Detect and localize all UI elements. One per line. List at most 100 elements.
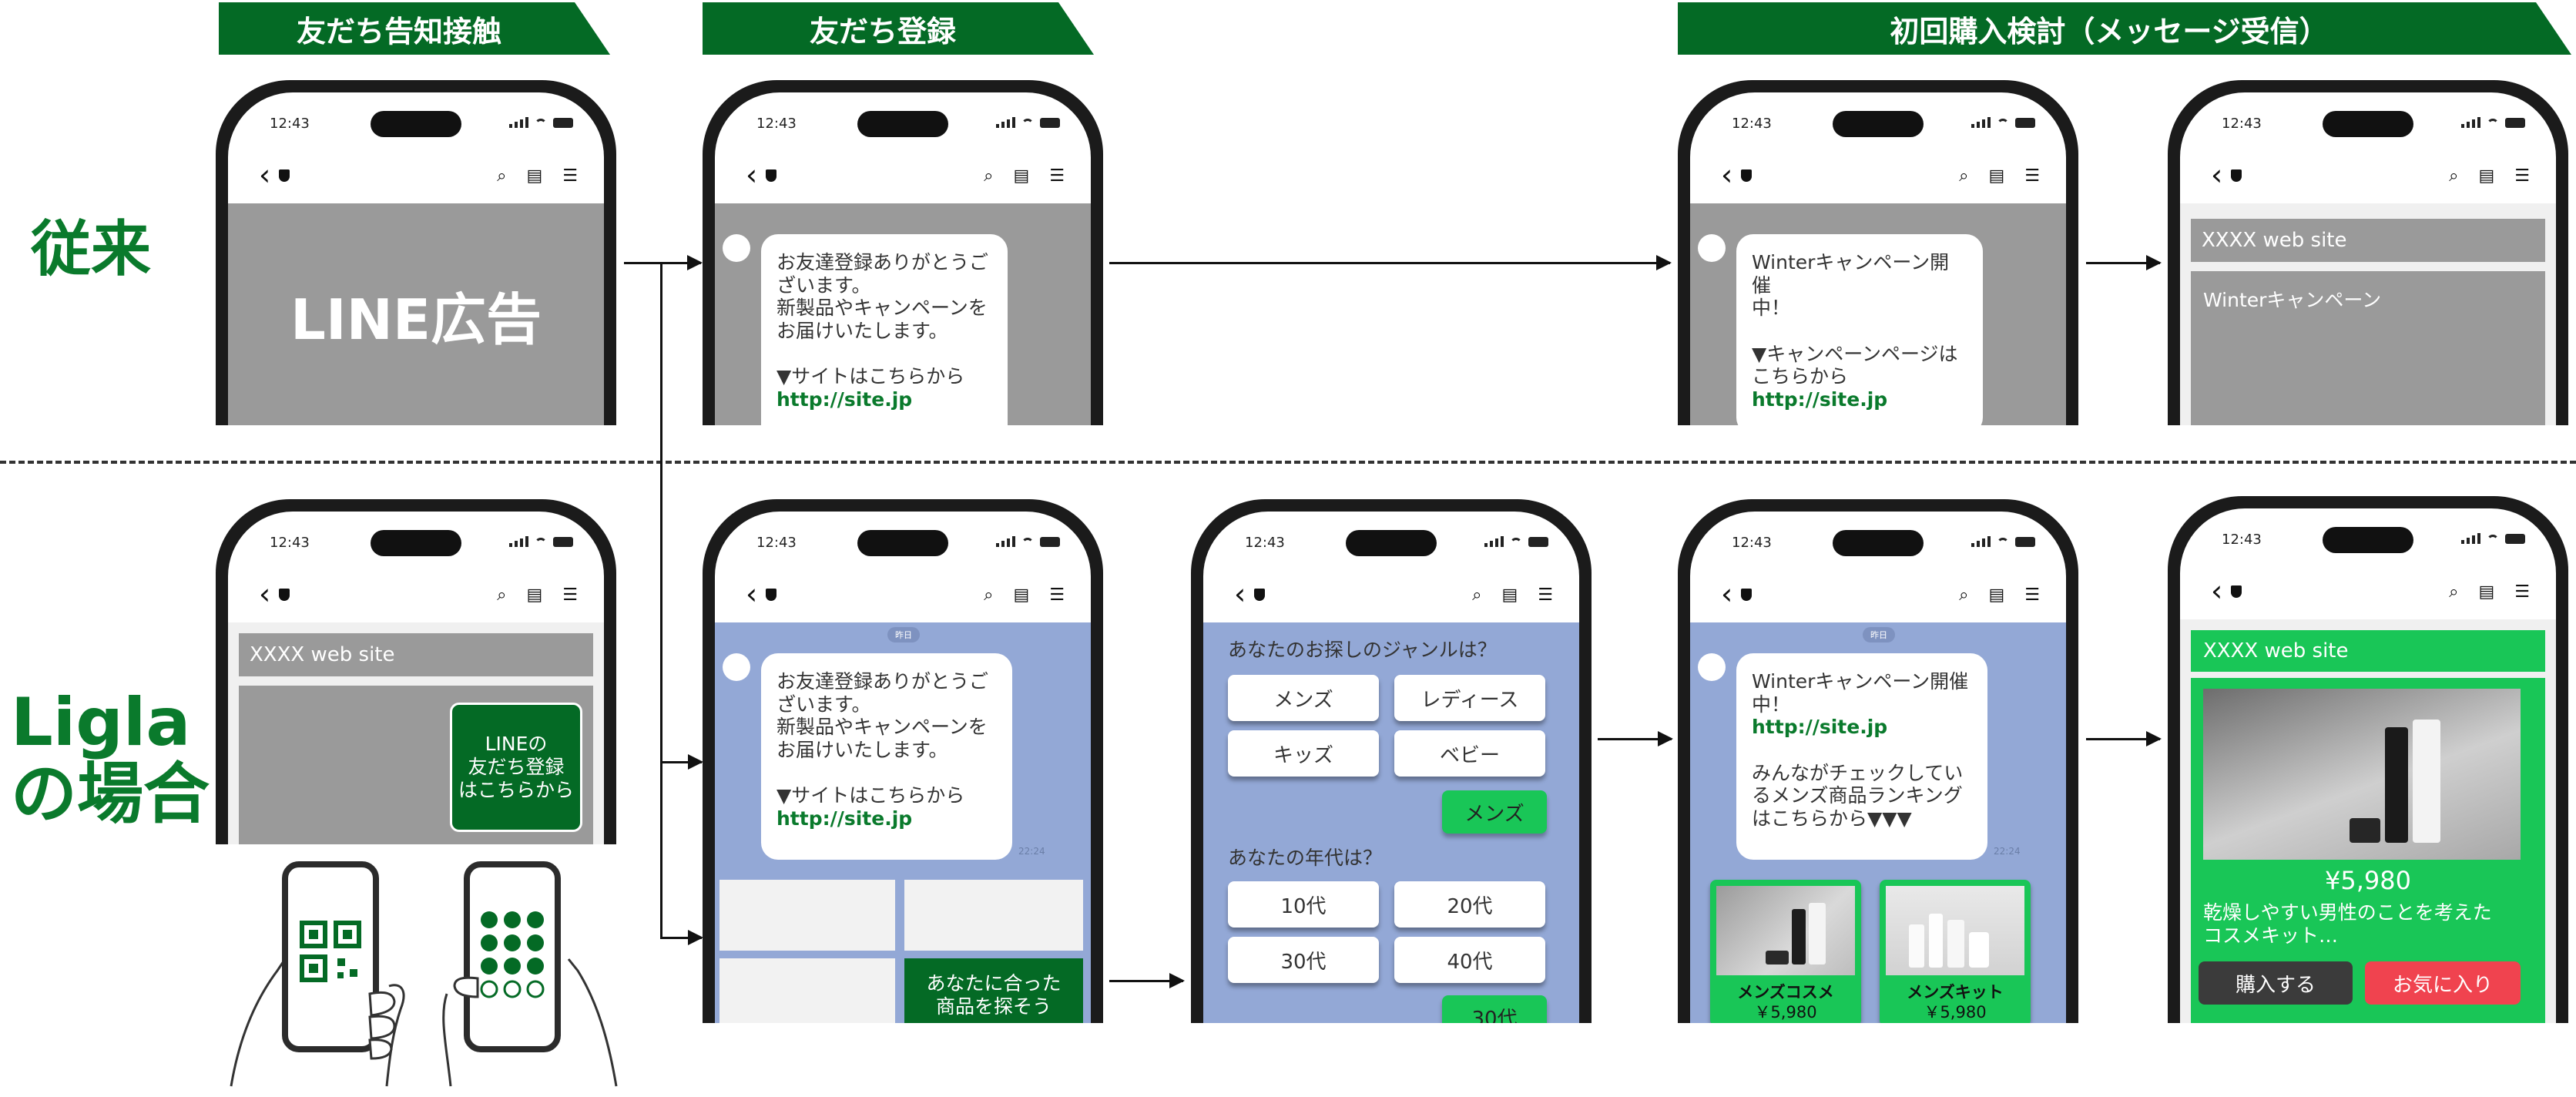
search-icon[interactable]: ⌕ [1472,585,1482,605]
search-icon[interactable]: ⌕ [2449,166,2459,186]
chat-area: お友達登録ありがとうご ざいます。 新製品やキャンペーンを お届けいたします。 … [715,203,1091,425]
notes-icon[interactable]: ▤ [1013,166,1030,186]
search-icon[interactable]: ⌕ [2449,582,2459,602]
back-chevron-icon[interactable]: ‹ [1234,577,1246,611]
back-chevron-icon[interactable]: ‹ [746,577,758,611]
bubble-line: お届けいたします。 [776,738,948,761]
notes-icon[interactable]: ▤ [1013,585,1030,605]
app-navbar: ‹ ⌕ ▤ ☰ [1690,149,2066,203]
option-30s[interactable]: 30代 [1228,937,1379,983]
product-price: ￥5,980 [1754,1003,1817,1022]
notes-icon[interactable]: ▤ [1988,585,2005,605]
menu-icon[interactable]: ☰ [1538,585,1553,605]
rich-menu-tile-2[interactable] [904,880,1083,951]
site-link[interactable]: http://site.jp [1752,387,1888,411]
option-10s[interactable]: 10代 [1228,881,1379,928]
option-kids[interactable]: キッズ [1228,730,1379,777]
shield-icon [279,589,290,601]
wifi-icon [1021,119,1034,128]
cta-line: あなたに合った [926,972,1062,995]
phone-notch [1833,530,1924,556]
menu-icon[interactable]: ☰ [562,166,578,186]
notes-icon[interactable]: ▤ [526,585,543,605]
app-navbar: ‹ ⌕ ▤ ☰ [1203,569,1579,622]
signal-icon [996,536,1015,547]
site-link[interactable]: http://site.jp [776,387,913,411]
option-baby[interactable]: ベビー [1394,730,1545,777]
line-friend-cta-button[interactable]: LINEの 友だち登録 はこちらから [450,703,582,832]
banner-first-purchase: 初回購入検討（メッセージ受信） [1678,2,2571,55]
site-header-bar: XXXX web site [2191,219,2545,262]
back-chevron-icon[interactable]: ‹ [1721,158,1733,192]
search-icon[interactable]: ⌕ [497,585,507,605]
phone-screen: 12:43 ‹ ⌕ ▤ ☰ Winterキャンペーン開催 中！ ▼キャンペーンペ… [1690,92,2066,425]
cta-line: 友だち登録 [468,756,565,778]
back-chevron-icon[interactable]: ‹ [1721,577,1733,611]
rich-menu-tile-3[interactable] [719,958,895,1023]
menu-icon[interactable]: ☰ [1049,166,1065,186]
site-link[interactable]: http://site.jp [776,807,913,830]
description-line: コスメキット… [2203,924,2339,947]
notes-icon[interactable]: ▤ [1988,166,2005,186]
answer-genre: メンズ [1442,790,1547,834]
phone-recommendation: 12:43 ‹ ⌕ ▤ ☰ 昨日 Winterキャンペーン開催 中！ http:… [1678,499,2078,1023]
search-icon[interactable]: ⌕ [497,166,507,186]
menu-icon[interactable]: ☰ [2024,585,2040,605]
arrow-campaign-to-site [2086,255,2162,270]
notes-icon[interactable]: ▤ [2478,166,2495,186]
product-price: ¥5,980 [2325,866,2411,895]
phone-product-page: 12:43 ‹ ⌕ ▤ ☰ XXXX web site ¥5, [2168,496,2568,1023]
menu-icon[interactable]: ☰ [1049,585,1065,605]
back-chevron-icon[interactable]: ‹ [746,158,758,192]
site-header-bar: XXXX web site [239,633,593,676]
connector-vertical [660,262,662,938]
rich-menu-tile-1[interactable] [719,880,895,951]
phone-notch [371,530,461,556]
banner-friend-notice: 友だち告知接触 [219,2,610,55]
bubble-line: お友達登録ありがとうご [776,670,989,693]
rich-menu-find-products-button[interactable]: あなたに合った 商品を探そう [904,958,1083,1023]
search-icon[interactable]: ⌕ [984,166,994,186]
back-chevron-icon[interactable]: ‹ [2211,574,2223,608]
bubble-line: お届けいたします。 [776,319,948,342]
row-divider [0,461,2576,464]
status-time: 12:43 [756,535,797,551]
phone-screen: 12:43 ‹ ⌕ ▤ ☰ 昨日 Winterキャンペーン開催 中！ http:… [1690,512,2066,1023]
status-icons [509,536,573,547]
menu-icon[interactable]: ☰ [2024,166,2040,186]
favorite-button[interactable]: お気に入り [2365,961,2521,1005]
product-card[interactable]: メンズキット ￥5,980 [1880,880,2031,1023]
app-navbar: ‹ ⌕ ▤ ☰ [2180,149,2556,203]
product-card[interactable]: メンズコスメ ￥5,980 [1710,880,1861,1023]
description-line: 乾燥しやすい男性のことを考えた [2203,901,2492,924]
search-icon[interactable]: ⌕ [1959,166,1969,186]
signal-icon [509,117,528,128]
back-chevron-icon[interactable]: ‹ [2211,158,2223,192]
signal-icon [996,117,1015,128]
back-chevron-icon[interactable]: ‹ [259,158,271,192]
signal-icon [1971,117,1991,128]
status-icons [509,117,573,128]
website-content: XXXX web site Winterキャンペーン [2180,203,2556,425]
menu-icon[interactable]: ☰ [2514,582,2530,602]
notes-icon[interactable]: ▤ [2478,582,2495,602]
status-icons [1484,536,1548,547]
notes-icon[interactable]: ▤ [526,166,543,186]
site-link[interactable]: http://site.jp [1752,716,1888,738]
notes-icon[interactable]: ▤ [1501,585,1518,605]
option-ladies[interactable]: レディース [1394,675,1545,721]
search-icon[interactable]: ⌕ [984,585,994,605]
option-mens[interactable]: メンズ [1228,675,1379,721]
back-chevron-icon[interactable]: ‹ [259,577,271,611]
option-40s[interactable]: 40代 [1394,937,1545,983]
menu-icon[interactable]: ☰ [2514,166,2530,186]
answer-age: 30代 [1442,995,1547,1023]
menu-icon[interactable]: ☰ [562,585,578,605]
phone-screen: 12:43 ‹ ⌕ ▤ ☰ あなたのお探しのジャンルは？ メンズ レディース キ… [1203,512,1579,1023]
option-20s[interactable]: 20代 [1394,881,1545,928]
status-time: 12:43 [1245,535,1285,551]
nav-icons: ⌕ ▤ ☰ [1959,585,2040,605]
status-time: 12:43 [2222,116,2262,132]
buy-button[interactable]: 購入する [2199,961,2353,1005]
search-icon[interactable]: ⌕ [1959,585,1969,605]
